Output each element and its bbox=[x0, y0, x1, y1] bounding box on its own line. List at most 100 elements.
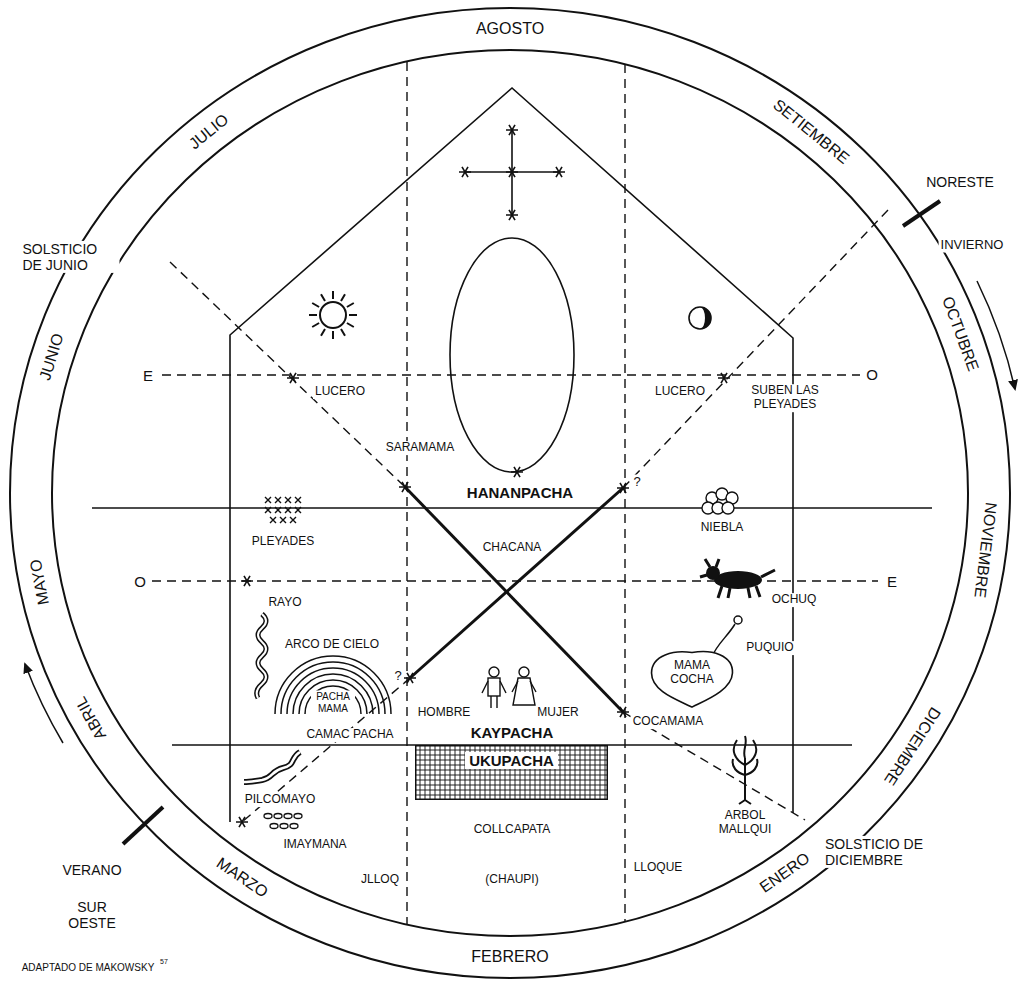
symbol-label: PILCOMAYO bbox=[243, 793, 317, 807]
spring-symbol bbox=[712, 624, 735, 657]
rainbow-arcs bbox=[287, 668, 379, 714]
symbol-label: NIEBLA bbox=[699, 521, 746, 535]
lake-shape: MAMA COCHA bbox=[648, 647, 736, 709]
human-figures bbox=[489, 667, 499, 677]
pleiades-symbol bbox=[265, 497, 271, 503]
world-label: HANANPACHA bbox=[465, 484, 575, 501]
moon-symbol bbox=[689, 307, 711, 329]
dashed-axis bbox=[406, 62, 407, 924]
rainbow-arcs bbox=[281, 662, 385, 714]
deity-label: SARAMAMA bbox=[384, 441, 457, 455]
moon-symbol bbox=[689, 307, 711, 329]
star-symbol bbox=[399, 482, 411, 492]
star-symbol bbox=[553, 167, 565, 177]
seed-symbols bbox=[280, 824, 288, 829]
human-figures bbox=[519, 667, 529, 677]
river-snake bbox=[244, 752, 300, 782]
season-arrow bbox=[977, 281, 1015, 389]
pleiades-symbol bbox=[280, 517, 286, 523]
oval-symbol bbox=[450, 238, 574, 472]
pleiades-symbol bbox=[270, 517, 276, 523]
seed-symbols bbox=[270, 824, 278, 829]
seed-symbols bbox=[294, 814, 302, 819]
animal-silhouette bbox=[700, 559, 775, 598]
node-text: MAMA COCHA bbox=[663, 659, 721, 687]
symbol-label: OCHUQ bbox=[770, 593, 819, 607]
cardinal-letter: O bbox=[864, 366, 880, 383]
month-label: ENERO bbox=[755, 848, 815, 898]
pleiades-symbol bbox=[285, 497, 291, 503]
month-label: JUNIO bbox=[36, 330, 69, 385]
star-label: SUBEN LAS PLEYADES bbox=[742, 384, 828, 412]
calendar-rings bbox=[52, 50, 968, 936]
chacana-cross bbox=[410, 488, 623, 678]
grid-band bbox=[416, 746, 608, 800]
spring-symbol bbox=[734, 616, 742, 624]
human-figures bbox=[482, 681, 506, 708]
rainbow-arcs bbox=[299, 680, 367, 714]
symbol-label: RAYO bbox=[266, 596, 303, 610]
footnote-number: 57 bbox=[158, 958, 170, 966]
month-label: NOVIEMBRE bbox=[970, 499, 1000, 601]
direction-tick bbox=[903, 201, 940, 226]
human-figures bbox=[513, 678, 535, 705]
season-label: INVIERNO bbox=[939, 238, 1006, 253]
rainbow-arcs bbox=[275, 656, 391, 714]
animal-silhouette bbox=[700, 559, 775, 598]
dashed-axis bbox=[623, 210, 888, 488]
calendar-rings bbox=[10, 8, 1010, 978]
star-symbol bbox=[718, 373, 730, 383]
solstice-label: SOLSTICIO DE JUNIO bbox=[21, 241, 120, 273]
symbol-label: LLOQUE bbox=[632, 861, 685, 875]
source-note: ADAPTADO DE MAKOWSKY bbox=[20, 962, 157, 974]
pleiades-symbol bbox=[295, 507, 301, 513]
dashed-axis bbox=[152, 580, 878, 581]
dashed-axis bbox=[623, 712, 805, 820]
direction-label: NORESTE bbox=[924, 174, 996, 190]
river-snake bbox=[244, 752, 300, 782]
star-symbol bbox=[506, 167, 518, 177]
human-figures bbox=[482, 667, 536, 708]
figure-label: MUJER bbox=[535, 706, 580, 720]
query-mark: ? bbox=[392, 669, 403, 684]
symbol-label: COLLCAPATA bbox=[472, 823, 553, 837]
grid-band bbox=[415, 745, 608, 800]
star-label: LUCERO bbox=[313, 385, 367, 399]
dashed-axis bbox=[170, 262, 405, 487]
month-label: DICIEMBRE bbox=[879, 702, 945, 790]
pleiades-symbol bbox=[290, 517, 296, 523]
solstice-label: SOLSTICIO DE DICIEMBRE bbox=[823, 836, 947, 868]
star-symbol bbox=[241, 576, 253, 586]
seed-symbols bbox=[264, 814, 272, 819]
spring-symbol bbox=[712, 616, 742, 657]
month-label: OCTUBRE bbox=[937, 293, 982, 377]
moon-symbol bbox=[700, 307, 711, 329]
figure-label: HOMBRE bbox=[416, 706, 473, 720]
sun-symbol bbox=[320, 302, 346, 328]
seed-symbols bbox=[274, 814, 282, 819]
seed-symbols bbox=[284, 814, 292, 819]
tree-symbol bbox=[733, 736, 758, 804]
human-figures bbox=[488, 678, 500, 696]
pleiades-symbol bbox=[295, 497, 301, 503]
dashed-axis bbox=[152, 62, 888, 924]
star-symbol bbox=[236, 817, 248, 827]
month-label: AGOSTO bbox=[474, 20, 546, 38]
pleiades-symbol bbox=[275, 497, 281, 503]
star-symbol bbox=[506, 125, 518, 135]
direction-tick bbox=[123, 807, 163, 844]
sun-symbol bbox=[309, 291, 357, 339]
month-label: JULIO bbox=[184, 110, 234, 155]
cardinal-letter: O bbox=[132, 573, 148, 590]
calendar-rings bbox=[10, 8, 1010, 978]
cardinal-letter: E bbox=[141, 367, 155, 384]
house-outline bbox=[230, 88, 793, 822]
month-label: FEBRERO bbox=[469, 948, 550, 966]
pleiades-symbol bbox=[275, 507, 281, 513]
deity-label: PACHA MAMA bbox=[311, 691, 355, 714]
mist-symbol bbox=[702, 488, 738, 514]
node-text: UKUPACHA bbox=[465, 752, 558, 769]
seed-symbols bbox=[290, 824, 298, 829]
rainbow-arcs bbox=[305, 686, 361, 714]
